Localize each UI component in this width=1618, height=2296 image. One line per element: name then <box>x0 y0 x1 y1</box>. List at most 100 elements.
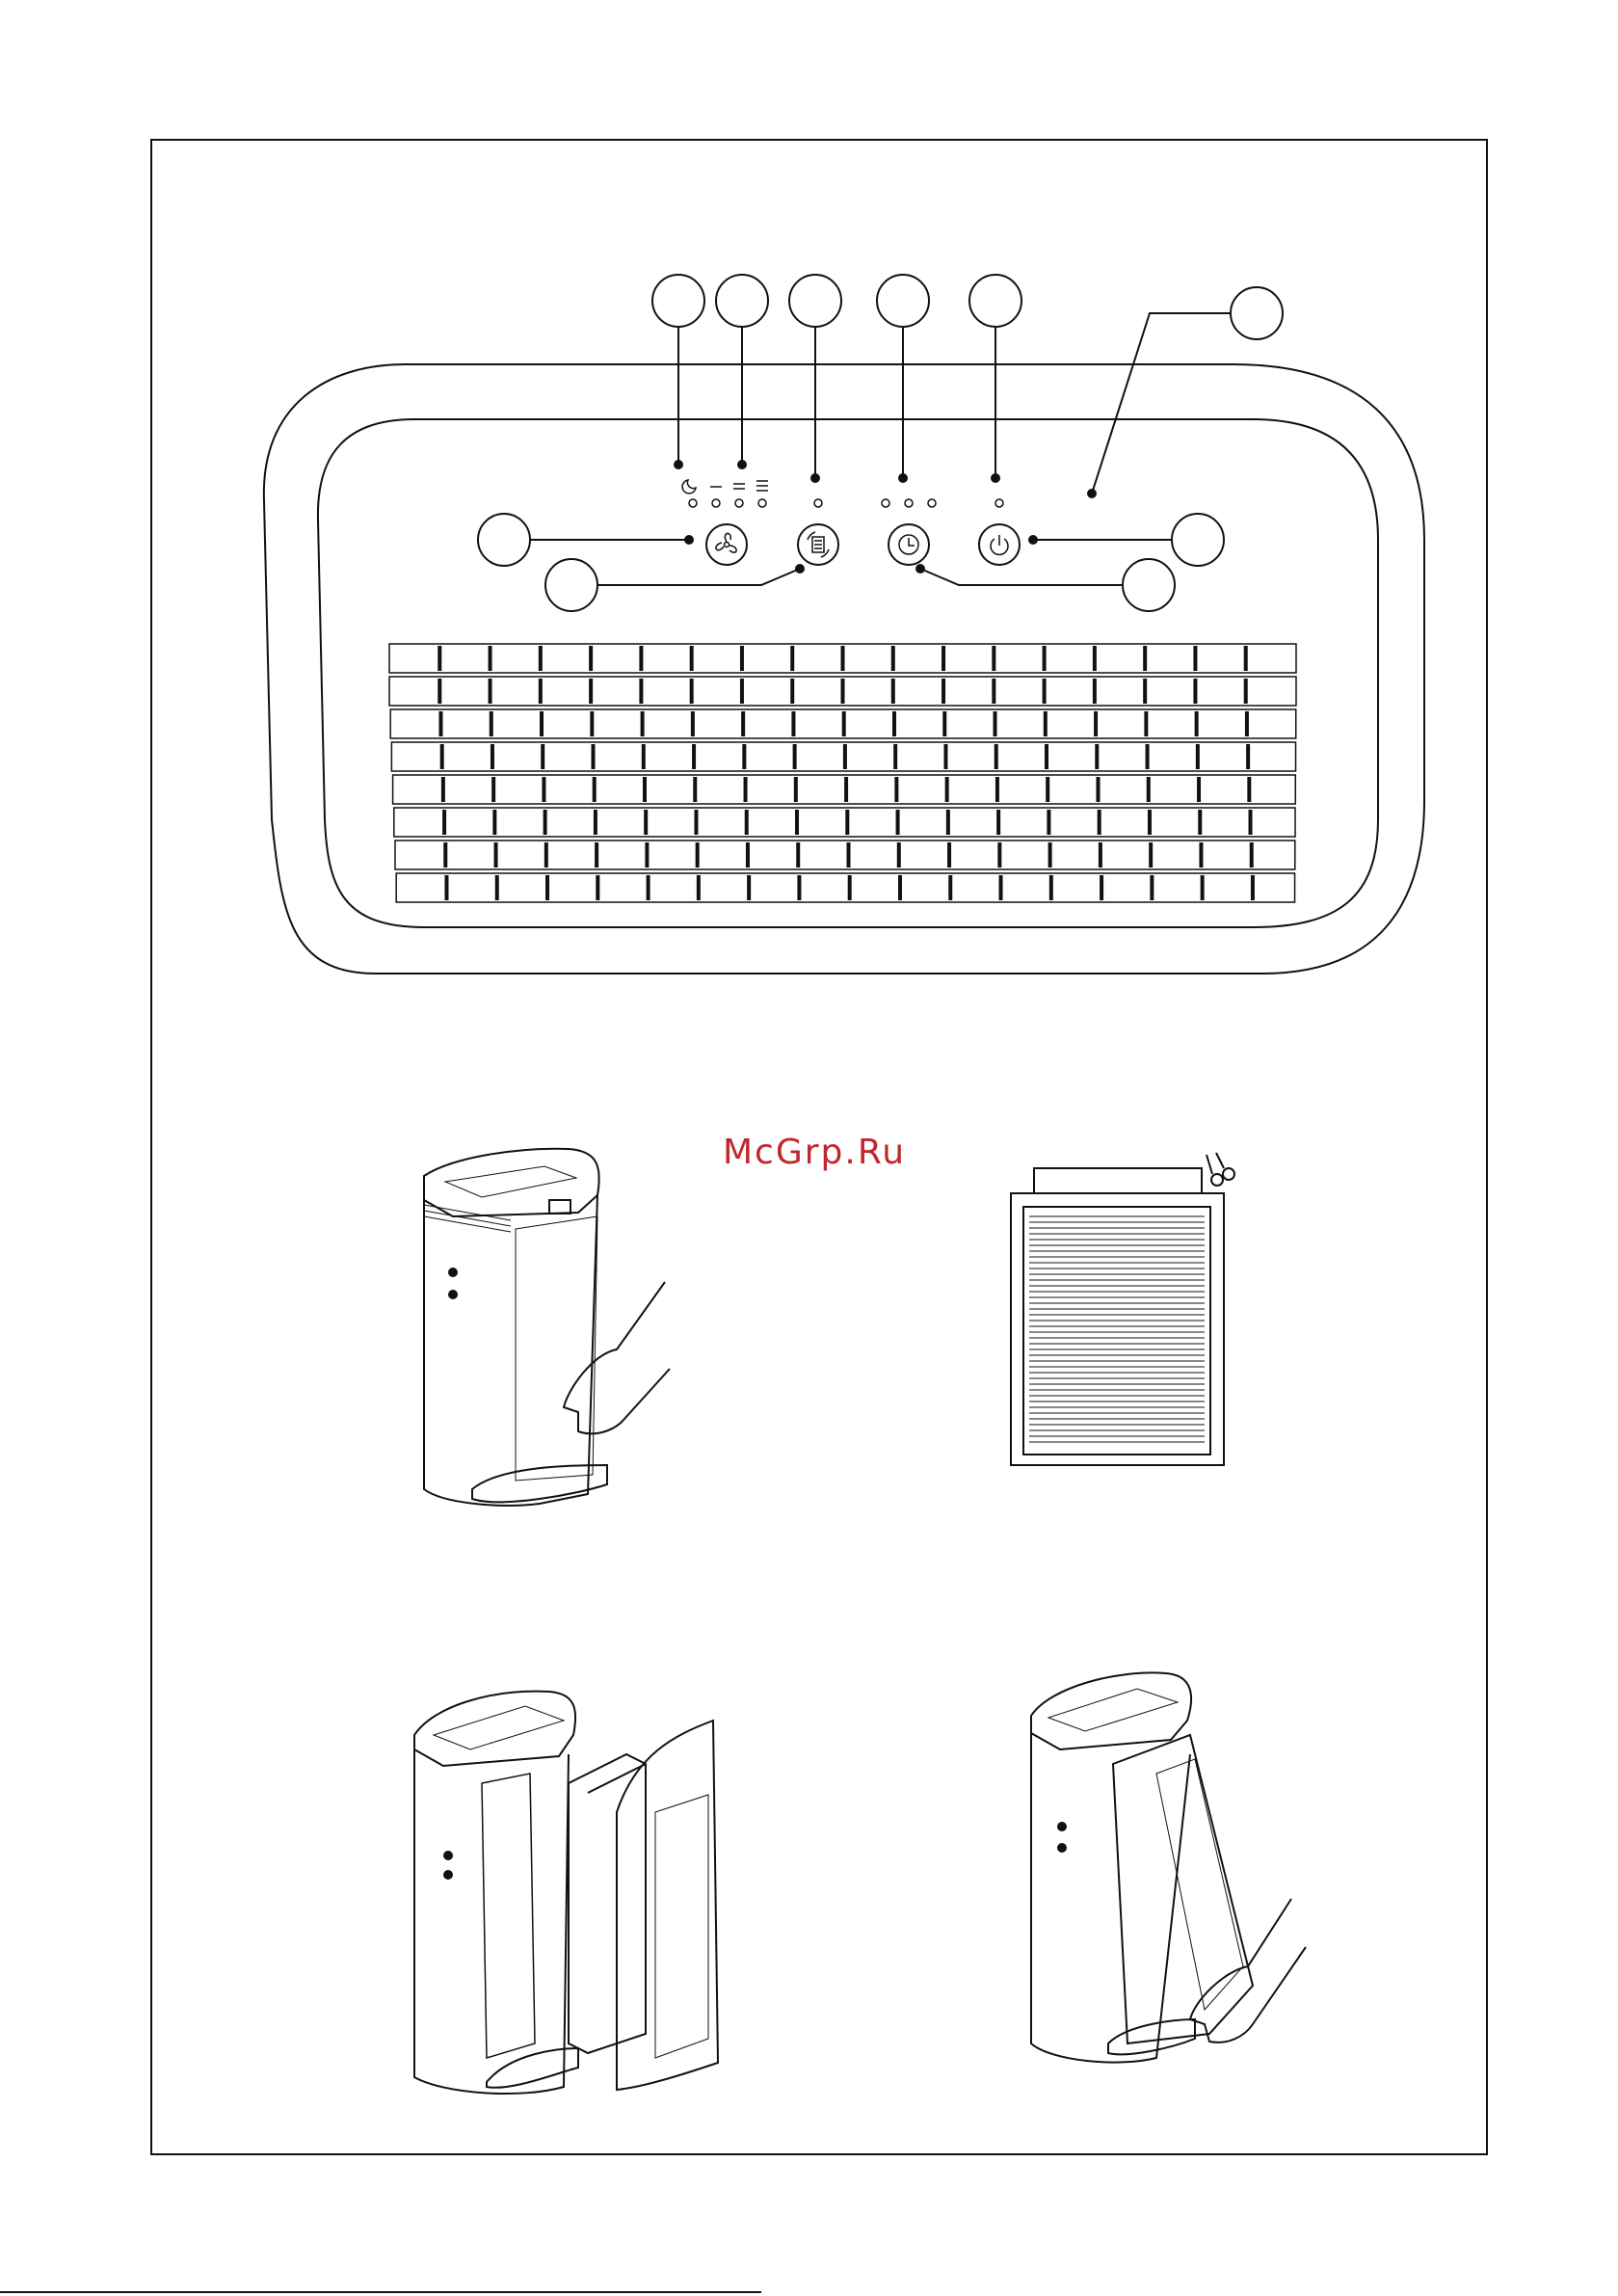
callout-group-top <box>478 275 1283 611</box>
grille-rib <box>492 810 496 835</box>
timer-icon <box>899 535 918 554</box>
grille-rib <box>693 777 697 802</box>
purifier-body <box>424 1190 597 1506</box>
grille-rib <box>1193 646 1197 671</box>
grille-rib <box>641 711 645 736</box>
step-remove-filter-packaging <box>1011 1153 1234 1465</box>
grille-rib <box>589 646 593 671</box>
grille-rib <box>1147 777 1151 802</box>
side-vent-lines <box>424 1205 511 1232</box>
grille-rib <box>643 777 647 802</box>
grille-rib <box>639 679 643 704</box>
grille-rib <box>489 679 492 704</box>
scissors-icon <box>1207 1153 1234 1186</box>
grille-rib <box>894 777 898 802</box>
grille-rib <box>595 842 598 868</box>
grille-rib <box>997 842 1001 868</box>
grille-rib <box>744 777 748 802</box>
grille-rib <box>848 875 852 900</box>
speed-indicator-symbols <box>682 480 768 494</box>
callout-circle-5 <box>969 275 1021 327</box>
grille-rib <box>490 711 493 736</box>
grille-rib <box>745 810 749 835</box>
grille-rib <box>740 646 744 671</box>
grille-rib <box>1197 777 1201 802</box>
purifier-body-open <box>414 1745 569 2094</box>
led-timer-1 <box>882 499 889 507</box>
grille-rib <box>642 744 646 769</box>
inner-cavity <box>482 1774 535 2058</box>
grille-row <box>395 841 1295 869</box>
grille-rib <box>1244 679 1248 704</box>
grille-rib <box>1046 777 1049 802</box>
top-outlet-grille-open <box>434 1706 564 1749</box>
front-panel-mesh-removed <box>655 1795 708 2058</box>
callout-circle-9 <box>1172 514 1224 566</box>
grille-rib <box>495 875 499 900</box>
grille-rib <box>790 646 794 671</box>
fan-medium-icon <box>733 484 745 489</box>
grille-rib <box>1149 842 1153 868</box>
callout-circle-6 <box>1231 287 1283 339</box>
grille-rib <box>596 875 599 900</box>
grille-rib <box>994 711 997 736</box>
purifier-body-closing <box>1031 1730 1190 2063</box>
grille-rib <box>845 810 849 835</box>
grille-row <box>396 873 1294 902</box>
grille-rib <box>592 744 596 769</box>
sleep-moon-icon <box>682 480 696 494</box>
grille-rib <box>690 679 694 704</box>
led-sleep <box>689 499 697 507</box>
grille-rib <box>746 842 750 868</box>
led-timer-2 <box>905 499 913 507</box>
power-button[interactable] <box>979 524 1020 565</box>
grille-rib <box>590 711 594 736</box>
grille-rib <box>847 842 851 868</box>
led-power <box>995 499 1003 507</box>
grille-rib <box>438 679 441 704</box>
grille-rib <box>1245 711 1249 736</box>
filter-cartridge <box>569 1754 646 2053</box>
callout-circle-3 <box>789 275 841 327</box>
grille-rib <box>945 777 949 802</box>
grille-rib <box>843 744 847 769</box>
callout-circle-7 <box>478 514 530 566</box>
step-open-front-panel <box>424 1149 670 1506</box>
grille-rib <box>544 810 547 835</box>
grille-rib <box>438 711 442 736</box>
grille-rib <box>794 777 798 802</box>
grille-rib <box>1098 810 1101 835</box>
grille-row <box>394 808 1295 837</box>
timer-button[interactable] <box>889 524 929 565</box>
grille-rib <box>1144 711 1148 736</box>
grille-rib <box>791 711 795 736</box>
grille-rib <box>542 777 545 802</box>
fan-speed-button[interactable] <box>706 524 747 565</box>
grille-rib <box>942 679 945 704</box>
grille-rib <box>790 679 794 704</box>
filter-reset-button[interactable] <box>798 524 838 565</box>
grille-rib <box>946 810 950 835</box>
grille-rib <box>1148 810 1152 835</box>
fan-high-icon <box>756 481 768 491</box>
callout-leaders <box>530 313 1231 585</box>
grille-rib <box>1198 810 1202 835</box>
filter-pleats <box>1029 1216 1205 1442</box>
grille-rib <box>697 875 701 900</box>
grille-rib <box>494 842 498 868</box>
led-medium <box>735 499 743 507</box>
grille-rib <box>999 875 1003 900</box>
grille-rib <box>1195 711 1199 736</box>
grille-rib <box>489 646 492 671</box>
grille-rib <box>438 646 441 671</box>
grille-rib <box>841 679 845 704</box>
grille-rib <box>690 646 694 671</box>
callout-circle-8 <box>545 559 597 611</box>
grille-rib <box>891 679 895 704</box>
grille-rib <box>1143 679 1147 704</box>
grille-rib <box>1100 875 1103 900</box>
purifier-base <box>472 1465 607 1502</box>
grille-rib <box>544 842 548 868</box>
grille-rib <box>742 744 746 769</box>
watermark-text: McGrp.Ru <box>723 1133 906 1172</box>
